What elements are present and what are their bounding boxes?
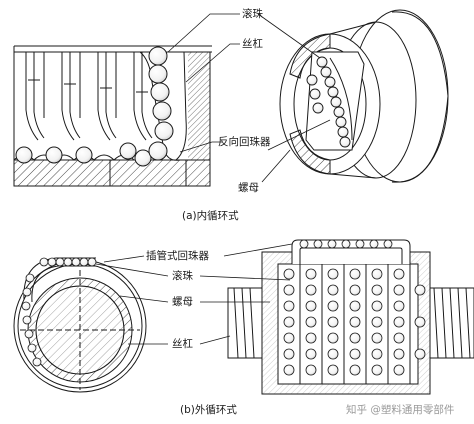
label-return-device: 反向回珠器 <box>218 136 271 148</box>
leader-lines-a <box>167 13 331 183</box>
nut-section <box>13 159 211 187</box>
label-nut-a: 螺母 <box>238 182 259 194</box>
watermark: 知乎 @塑料通用零部件 <box>346 404 455 416</box>
internal-nut-perspective <box>279 9 449 183</box>
caption-b: (b)外循环式 <box>180 404 237 416</box>
shaft-threads <box>233 287 471 359</box>
label-ball-a: 滚珠 <box>242 8 263 20</box>
screw-threads <box>25 52 153 141</box>
caption-a: (a)内循环式 <box>182 210 239 222</box>
external-end-balls <box>21 257 97 367</box>
label-insert-tube-return: 插管式回珠器 <box>146 250 209 262</box>
internal-balls <box>15 46 174 167</box>
return-device-balls <box>306 56 351 148</box>
label-ball-b: 滚珠 <box>172 270 193 282</box>
external-end-view <box>13 257 147 393</box>
internal-screw-section <box>13 45 212 187</box>
leader-lines-b <box>95 243 293 345</box>
label-screw-a: 丝杠 <box>242 38 263 50</box>
label-nut-b: 螺母 <box>172 296 193 308</box>
external-side-balls <box>283 239 426 376</box>
label-screw-b: 丝杠 <box>172 338 193 350</box>
